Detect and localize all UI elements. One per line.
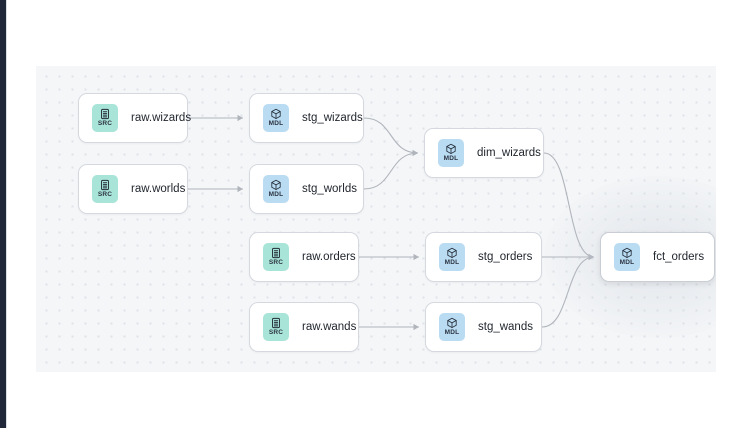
database-icon: SRC (263, 313, 289, 341)
node-label: raw.orders (302, 251, 356, 263)
node-dim_wizards[interactable]: MDL dim_wizards (424, 128, 544, 178)
edge-arrowhead (588, 253, 594, 261)
node-raw_wizards[interactable]: SRC raw.wizards (78, 93, 192, 143)
database-icon: SRC (263, 243, 289, 271)
cube-icon: MDL (263, 175, 289, 203)
node-raw_worlds[interactable]: SRC raw.worlds (78, 164, 188, 214)
sidebar-divider (6, 0, 7, 428)
edge-stg_wands-to-fct_orders (541, 256, 595, 328)
node-label: stg_wizards (302, 112, 363, 124)
edge-arrowhead (413, 253, 419, 261)
database-icon: SRC (92, 104, 118, 132)
edge-arrowhead (588, 253, 594, 261)
cube-icon: MDL (263, 104, 289, 132)
edge-stg_worlds-to-dim_wizards (363, 152, 419, 190)
cube-icon: MDL (439, 243, 465, 271)
edge-dim_wizards-to-fct_orders (543, 152, 595, 258)
node-kind-label: MDL (268, 191, 284, 198)
node-kind-label: MDL (444, 329, 460, 336)
node-kind-label: MDL (443, 155, 459, 162)
node-kind-label: MDL (268, 120, 284, 127)
node-label: raw.wizards (131, 112, 192, 124)
node-kind-label: MDL (619, 259, 635, 266)
node-kind-label: SRC (97, 120, 113, 127)
node-label: dim_wizards (477, 147, 541, 159)
cube-icon: MDL (614, 243, 640, 271)
node-label: stg_wands (478, 321, 533, 333)
edge-stg_wizards-to-dim_wizards (363, 117, 419, 154)
node-stg_wizards[interactable]: MDL stg_wizards (249, 93, 364, 143)
node-fct_orders[interactable]: MDL fct_orders (600, 232, 715, 282)
cube-icon: MDL (439, 313, 465, 341)
node-label: stg_worlds (302, 183, 357, 195)
edge-arrowhead (412, 149, 418, 157)
node-kind-label: SRC (97, 191, 113, 198)
edge-arrowhead (413, 323, 419, 331)
edge-arrowhead (237, 114, 243, 122)
node-raw_orders[interactable]: SRC raw.orders (249, 232, 359, 282)
node-kind-label: MDL (444, 259, 460, 266)
edge-arrowhead (237, 185, 243, 193)
cube-icon: MDL (438, 139, 464, 167)
edge-arrowhead (588, 253, 594, 261)
node-stg_worlds[interactable]: MDL stg_worlds (249, 164, 364, 214)
edge-arrowhead (412, 149, 418, 157)
node-label: raw.worlds (131, 183, 186, 195)
node-stg_orders[interactable]: MDL stg_orders (425, 232, 542, 282)
node-raw_wands[interactable]: SRC raw.wands (249, 302, 359, 352)
node-kind-label: SRC (268, 259, 284, 266)
node-label: fct_orders (653, 251, 705, 263)
node-stg_wands[interactable]: MDL stg_wands (425, 302, 542, 352)
node-kind-label: SRC (268, 329, 284, 336)
node-label: raw.wands (302, 321, 357, 333)
node-label: stg_orders (478, 251, 533, 263)
collapsed-sidebar-rail[interactable] (0, 0, 6, 428)
database-icon: SRC (92, 175, 118, 203)
